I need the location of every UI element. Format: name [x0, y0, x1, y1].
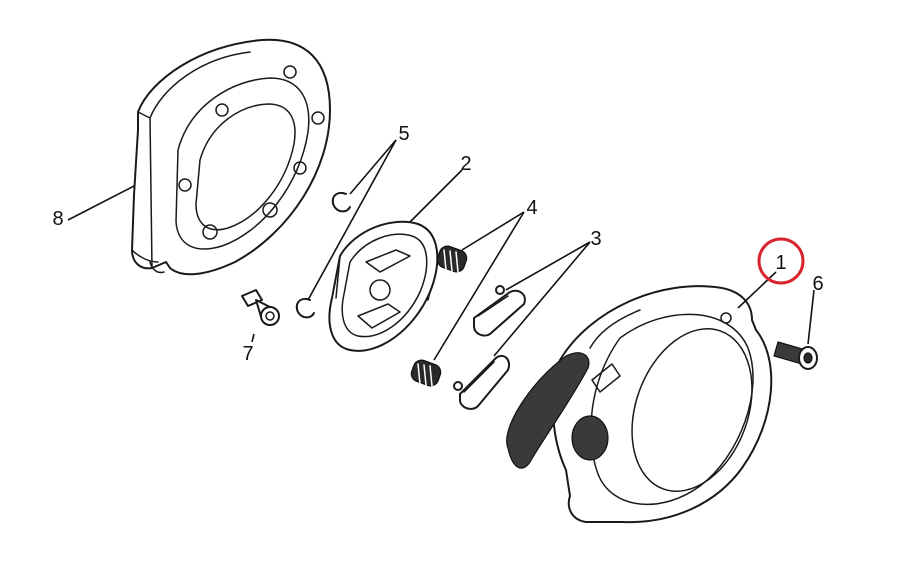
leader-lines [67, 139, 815, 361]
highlight-circle [757, 237, 805, 285]
leader-7 [251, 333, 255, 343]
leader-8 [67, 185, 135, 221]
callout-1[interactable]: 1 [775, 252, 786, 274]
callout-5[interactable]: 5 [398, 123, 409, 145]
leader-4-a [461, 211, 525, 251]
part-4-spring-upper[interactable] [435, 244, 469, 274]
callout-6[interactable]: 6 [812, 273, 823, 295]
leader-6 [807, 289, 815, 345]
part-4-spring-lower[interactable] [409, 358, 443, 388]
part-2-clutch-carrier[interactable] [328, 220, 439, 352]
leader-1 [737, 271, 777, 309]
part-1-recoil-starter[interactable] [506, 285, 774, 524]
callout-3[interactable]: 3 [590, 228, 601, 250]
part-3-pawl-lower[interactable] [453, 354, 510, 410]
leader-4-b [433, 211, 525, 361]
part-7-bolt[interactable] [241, 289, 280, 326]
leader-3-a [505, 241, 591, 291]
callout-2[interactable]: 2 [460, 153, 471, 175]
part-5-circlip-upper[interactable] [331, 192, 351, 213]
part-5-circlip-lower[interactable] [295, 298, 315, 319]
callout-8[interactable]: 8 [52, 208, 63, 230]
leader-5-a [349, 139, 397, 195]
leader-3-b [493, 241, 591, 357]
leader-5-b [307, 139, 397, 301]
leader-2 [409, 169, 463, 223]
part-8-housing[interactable] [131, 38, 331, 276]
callout-4[interactable]: 4 [526, 197, 537, 219]
callout-7[interactable]: 7 [242, 343, 253, 365]
part-6-screw[interactable] [773, 341, 818, 370]
part-3-pawl-upper[interactable] [473, 285, 526, 337]
